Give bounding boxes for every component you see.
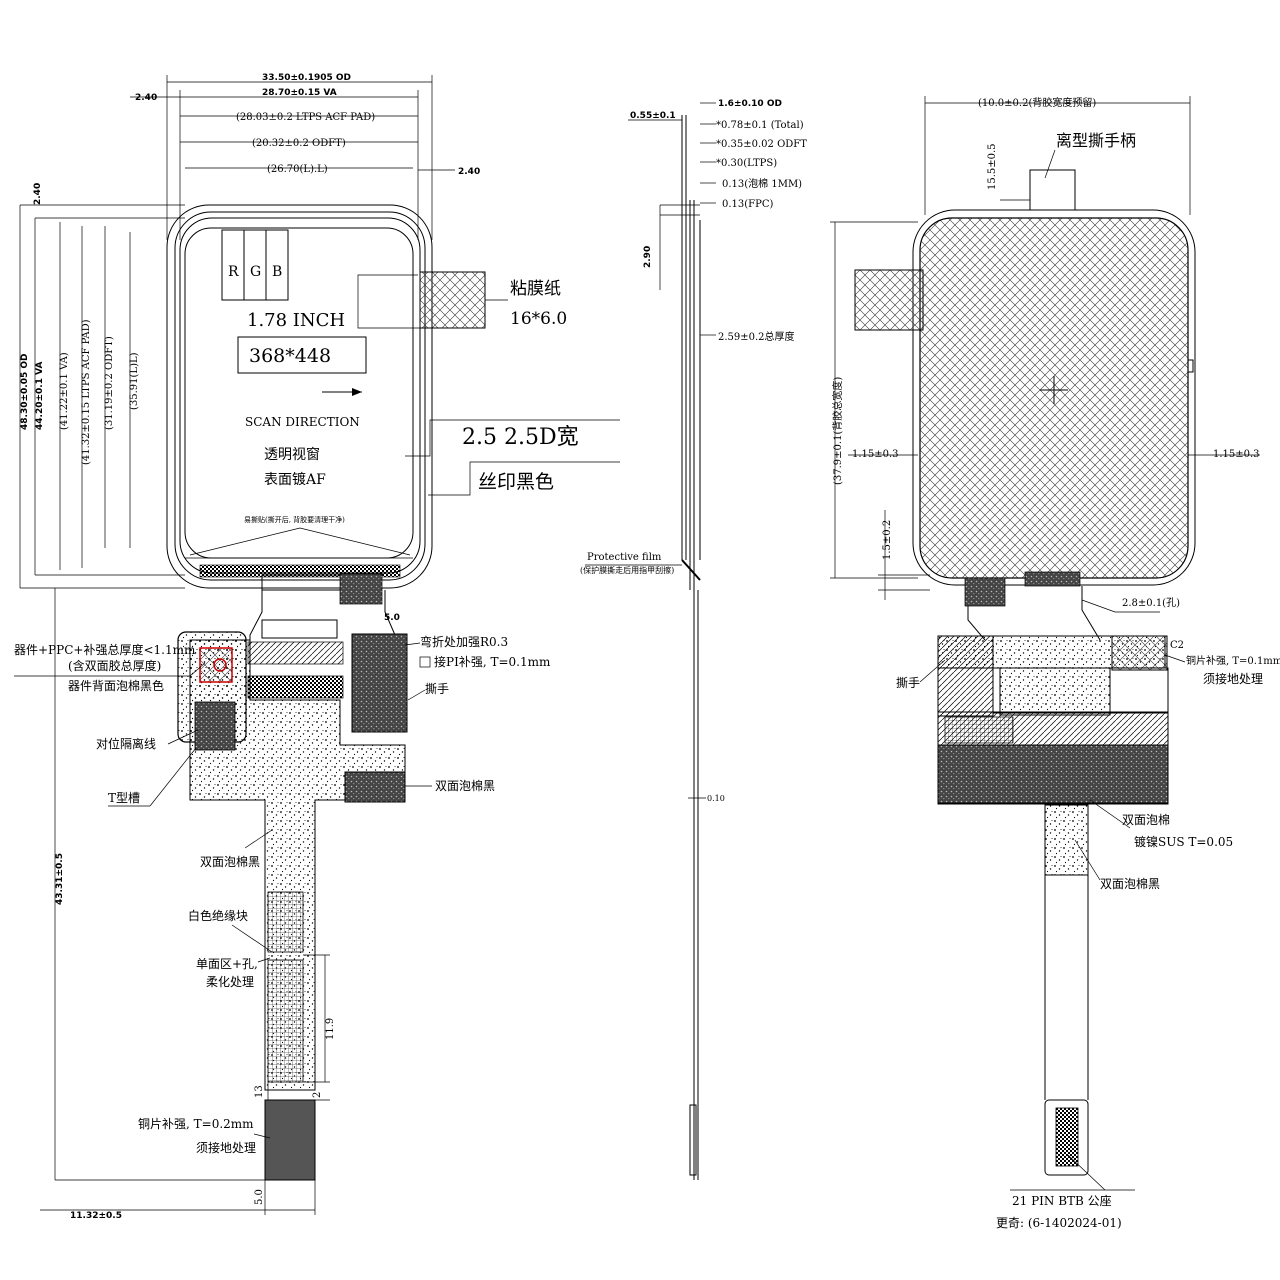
front-top-dimensions: 33.50±0.1905 OD 28.70±0.15 VA (28.03±0.2… (130, 73, 480, 240)
screen-size-label: 1.78 INCH (247, 310, 345, 331)
back-copper-stiffener: 铜片补强, T=0.1mm (1186, 654, 1280, 667)
btb-connector (1055, 1107, 1079, 1167)
side-total-thickness: 2.59±0.2总厚度 (718, 330, 795, 343)
part-number: 更奇: (6-1402024-01) (996, 1216, 1122, 1230)
dim-13: 13 (254, 1085, 265, 1098)
rgb-r: R (228, 264, 239, 280)
back-double-foam-black: 双面泡棉黑 (1100, 877, 1160, 891)
side-layer-fpc: 0.13(FPC) (722, 199, 773, 210)
side-layer-odft: *0.35±0.02 ODFT (716, 139, 807, 150)
front-view: 33.50±0.1905 OD 28.70±0.15 VA (28.03±0.2… (14, 73, 620, 1221)
dim-va-height: 44.20±0.1 VA (35, 362, 45, 430)
rgb-subpixels: R G B (221, 229, 289, 301)
back-hole-dim: 2.8±0.1(孔) (1122, 597, 1180, 609)
dim-va-height-2: (41.22±0.1 VA) (59, 352, 70, 430)
dim-margin-top: 2.40 (33, 183, 43, 205)
component-thickness-note: (含双面胶总厚度) (68, 658, 161, 673)
silk-print-label: 丝印黑色 (478, 471, 554, 493)
dim-5-0: 5.0 (384, 613, 400, 623)
dim-2: 2 (312, 1092, 323, 1098)
dim-va-width: 28.70±0.15 VA (262, 88, 337, 98)
dim-ltps-height: (41.32±0.15 LTPS ACF PAD) (81, 319, 92, 465)
back-nickel-sus: 镀镍SUS T=0.05 (1134, 835, 1233, 849)
dim-margin-left: 2.40 (135, 93, 157, 103)
back-view: (10.0±0.2(背胶宽度预留) 离型撕手柄 15.5±0.5 (37.9±0… (830, 96, 1280, 1230)
back-c2: C2 (1170, 640, 1184, 651)
ground-required-label: 须接地处理 (196, 1140, 256, 1155)
dim-ltps-acf-pad: (28.03±0.2 LTPS ACF PAD) (236, 112, 375, 123)
protective-film-note: (保护膜撕走后用指甲刮擦) (580, 565, 674, 575)
dim-11-9: 11.9 (325, 1018, 336, 1040)
transparent-window-label: 透明视窗 (264, 446, 320, 463)
dim-l-height: (35.91(L)L) (129, 352, 140, 410)
rgb-g: G (250, 264, 261, 280)
scan-direction-label: SCAN DIRECTION (245, 415, 360, 429)
double-foam-black-label: 双面泡棉黑 (435, 779, 495, 793)
side-dim-0-55: 0.55±0.1 (630, 111, 676, 121)
t-slot-label: T型槽 (108, 791, 140, 805)
double-foam-black-label-2: 双面泡棉黑 (200, 855, 260, 869)
side-layer-ltps: *0.30(LTPS) (716, 158, 777, 169)
side-layer-total: *0.78±0.1 (Total) (716, 120, 804, 131)
btb-label: 21 PIN BTB 公座 (1012, 1193, 1112, 1208)
back-double-foam: 双面泡棉 (1122, 813, 1170, 827)
single-side-label: 单面区+孔, (196, 957, 258, 971)
easy-tear-note: 易撕贴(撕开后, 背胶要清理干净) (244, 515, 345, 524)
tear-handle-label: 撕手 (425, 682, 449, 696)
dim-od-height: 48.30±0.05 OD (20, 354, 30, 430)
component-back-label: 器件背面泡棉黑色 (68, 679, 164, 693)
side-view: 2.90 0.55±0.1 1.6±0.10 OD *0.78±0.1 (Tot… (580, 99, 807, 1180)
dim-margin-right: 2.40 (458, 167, 480, 177)
component-thickness-label: 器件+PPC+补强总厚度<1.1mm (14, 642, 196, 657)
pi-stiffener-label: 接PI补强, T=0.1mm (434, 654, 551, 669)
back-height-dim: (37.9±0.1(背胶总宽度) (831, 377, 844, 485)
side-layer-od: 1.6±0.10 OD (718, 99, 782, 109)
dim-odft-width: (20.32±0.2 ODFT) (252, 138, 346, 149)
side-dim-2-90: 2.90 (643, 246, 653, 268)
display-panel (166, 204, 433, 589)
glass-edge-label: 2.5 2.5D宽 (462, 425, 579, 450)
release-handle-label: 离型撕手柄 (1056, 131, 1136, 150)
dim-5-0-bottom: 5.0 (254, 1189, 265, 1205)
scan-arrow-head (352, 388, 362, 396)
rgb-b: B (272, 264, 282, 280)
dim-43-31: 43.31±0.5 (55, 853, 65, 905)
back-dim-1-5: 1.5±0.2 (882, 520, 893, 560)
side-layer-foam: 0.13(泡棉 1MM) (722, 177, 802, 190)
bend-reinforce-label: 弯折处加强R0.3 (420, 634, 508, 649)
alignment-line-label: 对位隔离线 (96, 736, 156, 751)
front-left-dimensions: 2.40 48.30±0.05 OD 44.20±0.1 VA (41.22±0… (19, 183, 185, 589)
back-ground-required: 须接地处理 (1203, 671, 1263, 686)
film-paper-size: 16*6.0 (510, 309, 567, 329)
back-right-margin: 1.15±0.3 (1213, 449, 1260, 460)
resolution-box (237, 336, 367, 374)
af-coating-label: 表面镀AF (264, 471, 326, 488)
back-dim-15-5: 15.5±0.5 (987, 143, 998, 190)
back-tear-handle: 撕手 (896, 676, 920, 690)
side-dim-0-10: 0.10 (707, 794, 725, 803)
resolution-label: 368*448 (249, 345, 331, 367)
copper-stiffener-label: 铜片补强, T=0.2mm (138, 1116, 254, 1131)
back-top-dim: (10.0±0.2(背胶宽度预留) (978, 96, 1096, 109)
dim-11-32: 11.32±0.5 (70, 1211, 122, 1221)
fpc-front: 5.0 (177, 573, 408, 1181)
dim-odft-height: (31.19±0.2 ODFT) (104, 336, 115, 430)
dim-l-width: (26.70(L).L) (267, 164, 328, 175)
protective-film-tab (419, 271, 486, 329)
film-paper-label: 粘膜纸 (510, 279, 561, 299)
white-insulation-label: 白色绝缘块 (188, 908, 248, 923)
dim-od-width: 33.50±0.1905 OD (262, 73, 351, 83)
protective-film-label: Protective film (587, 552, 662, 563)
back-left-margin: 1.15±0.3 (852, 449, 899, 460)
softened-label: 柔化处理 (206, 975, 254, 989)
